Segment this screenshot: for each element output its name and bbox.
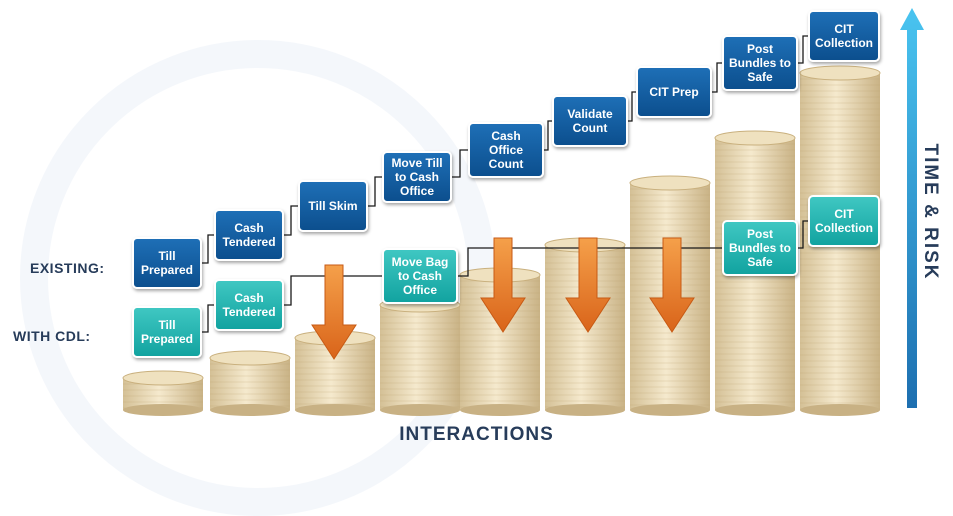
down-arrow-icon	[480, 237, 526, 333]
existing-step-cit-collection: CIT Collection	[808, 10, 880, 62]
cdl-row-label: WITH CDL:	[13, 328, 91, 344]
process-diagram: EXISTING: WITH CDL: Till Prepared Cash T…	[13, 8, 941, 516]
cdl-connector	[798, 220, 808, 249]
coin-stack	[209, 350, 291, 416]
existing-step-cash-tendered: Cash Tendered	[214, 209, 284, 261]
existing-connector	[712, 62, 722, 93]
time-risk-arrow-icon	[900, 8, 924, 408]
existing-connector	[368, 176, 382, 207]
coin-stack	[379, 297, 461, 416]
cdl-connector	[202, 304, 214, 333]
existing-connector	[544, 120, 552, 151]
down-arrow-icon	[565, 237, 611, 333]
reduction-arrows	[311, 237, 695, 360]
cdl-step-cash-tendered: Cash Tendered	[214, 279, 284, 331]
existing-step-validate-count: Validate Count	[552, 95, 628, 147]
cdl-step-till-prepared: Till Prepared	[132, 306, 202, 358]
existing-step-till-skim: Till Skim	[298, 180, 368, 232]
coin-stack	[294, 330, 376, 416]
down-arrow-icon	[649, 237, 695, 333]
down-arrow-icon	[311, 264, 357, 360]
coin-stack	[122, 370, 204, 416]
cdl-step-post-bundles: Post Bundles to Safe	[722, 220, 798, 276]
interactions-label: INTERACTIONS	[399, 424, 554, 445]
existing-step-post-bundles: Post Bundles to Safe	[722, 35, 798, 91]
existing-step-cash-office-count: Cash Office Count	[468, 122, 544, 178]
existing-connector	[628, 91, 636, 122]
time-risk-label: TIME & RISK	[920, 143, 941, 281]
existing-connector	[202, 234, 214, 264]
existing-step-move-till: Move Till to Cash Office	[382, 151, 452, 203]
existing-row-label: EXISTING:	[30, 260, 105, 276]
existing-step-cit-prep: CIT Prep	[636, 66, 712, 118]
existing-connector	[284, 205, 298, 236]
existing-connector	[452, 149, 468, 178]
cdl-step-move-bag: Move Bag to Cash Office	[382, 248, 458, 304]
existing-step-till-prepared: Till Prepared	[132, 237, 202, 289]
cdl-step-cit-collection: CIT Collection	[808, 195, 880, 247]
existing-connector	[798, 35, 808, 64]
